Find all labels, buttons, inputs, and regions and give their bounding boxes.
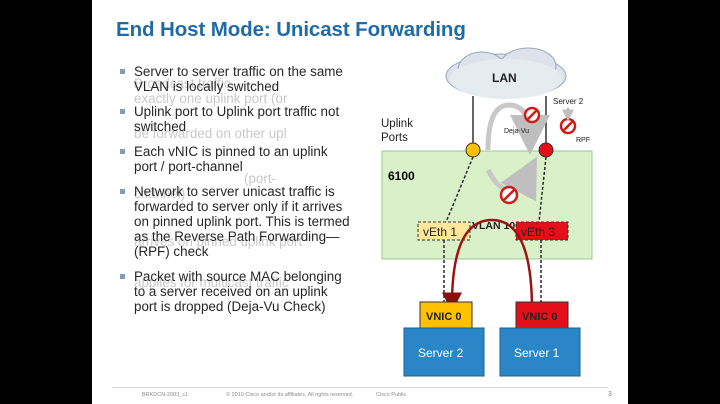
bullet-item: Network to server unicast traffic is for… <box>114 184 354 259</box>
ghost-text-4: (port- <box>244 171 276 186</box>
veth-right-label: vEth 3 <box>521 225 555 239</box>
lan-cloud: LAN <box>445 47 567 99</box>
ghost-text-5: channel) <box>134 186 186 201</box>
uplink-port-right <box>538 142 554 158</box>
rpf-label: RPF <box>576 137 590 144</box>
vnic-right-box <box>515 301 569 329</box>
footer-copyright: © 2010 Cisco and/or its affiliates. All … <box>226 392 354 398</box>
ghost-text-1: Broadcast traffic <box>134 76 231 91</box>
footer-code: BRKDCN-2003_c1 <box>142 392 189 398</box>
bullet-item: Uplink port to Uplink port traffic not s… <box>114 104 354 134</box>
page-number: 3 <box>608 391 612 398</box>
dejavu-path <box>485 102 550 155</box>
bullet-item: Each vNIC is pinned to an uplink port / … <box>114 144 354 174</box>
server-left-label: Server 2 <box>418 346 464 360</box>
vnic-left-label: VNIC 0 <box>426 311 461 323</box>
switch-label: 6100 <box>388 169 415 183</box>
vnic-right-label: VNIC 0 <box>522 311 557 323</box>
ghost-text-6: arrives on pinned uplink port <box>134 234 303 249</box>
ghost-text-2: exactly one uplink port (or <box>134 91 288 106</box>
server-right-box <box>499 327 581 377</box>
server-left-box <box>403 327 485 377</box>
block-icon-rpf <box>559 117 577 135</box>
local-switching-arc <box>442 218 534 313</box>
bullet-item: Packet with source MAC belonging to a se… <box>114 269 354 314</box>
server-right-label: Server 1 <box>514 346 560 360</box>
dejavu-label: Deja-Vu <box>504 128 529 135</box>
block-icon-dejavu <box>523 106 541 124</box>
block-icon-uplink <box>499 185 519 205</box>
ghost-text-7: applies for multicast traffic <box>134 275 289 290</box>
server2-source-label: Server 2 <box>553 97 584 106</box>
switch-6100 <box>381 150 593 260</box>
ghost-text-3: be forwarded on other upl <box>134 126 287 141</box>
pin-line-left <box>445 156 474 223</box>
veth-left-label: vEth 1 <box>423 225 457 239</box>
footer-classification: Cisco Public <box>376 392 407 398</box>
lan-label: LAN <box>492 71 517 85</box>
slide-title: End Host Mode: Unicast Forwarding <box>116 18 466 41</box>
bullet-item: Server to server traffic on the same VLA… <box>114 64 354 94</box>
uplink-port-left <box>465 142 481 158</box>
vnic-left-box <box>419 301 473 329</box>
slide: End Host Mode: Unicast Forwarding Broadc… <box>92 0 628 404</box>
bullet-list: Server to server traffic on the same VLA… <box>114 64 354 324</box>
footer-rule <box>112 387 608 388</box>
pin-line-right <box>538 156 547 223</box>
